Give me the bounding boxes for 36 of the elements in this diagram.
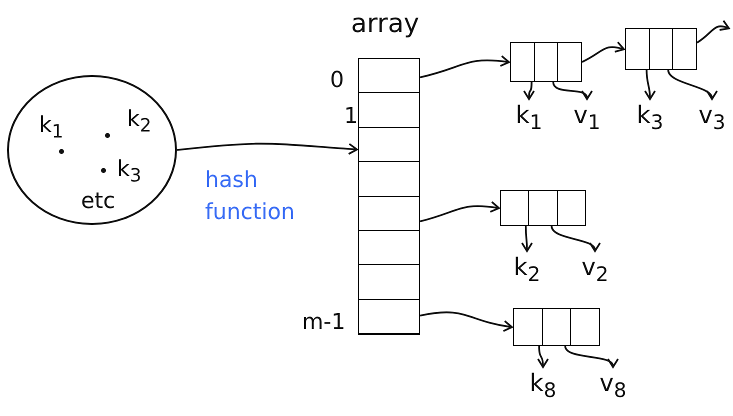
arrow	[582, 41, 625, 63]
edge-label: hash function	[205, 167, 296, 227]
key-value-label: v$_{8}$	[596, 368, 630, 398]
list-node-box	[625, 28, 697, 70]
arrow	[176, 142, 358, 155]
key-label: k$_{1}$	[39, 115, 64, 142]
arrow	[644, 70, 656, 100]
arrow	[420, 201, 500, 222]
arrow	[420, 55, 510, 78]
list-node-box	[500, 190, 586, 226]
key-value-label: v$_{2}$	[578, 252, 612, 282]
set-ellipse	[7, 75, 177, 225]
key-label: k$_{2}$	[127, 109, 152, 136]
array-heading: array	[351, 9, 420, 39]
key-value-label: k$_{8}$	[526, 368, 560, 398]
arrow	[552, 82, 591, 100]
arrow	[667, 70, 716, 100]
arrow	[521, 226, 533, 252]
arrow	[564, 346, 616, 368]
list-node-box	[510, 42, 582, 82]
key-value-label: v$_{1}$	[570, 100, 604, 130]
index-label: 0	[330, 68, 344, 93]
key-label: etc	[81, 191, 116, 213]
index-label: 1	[344, 104, 358, 129]
key-value-label: k$_{2}$	[510, 252, 544, 282]
key-value-label: v$_{3}$	[695, 100, 729, 130]
key-label: k$_{3}$	[117, 159, 142, 186]
index-label: m-1	[302, 310, 346, 335]
key-value-label: k$_{3}$	[633, 100, 667, 130]
arrow	[523, 82, 536, 100]
arrow	[696, 20, 730, 44]
key-value-label: k$_{1}$	[512, 100, 546, 130]
list-node-box	[513, 308, 600, 346]
arrow	[550, 226, 599, 252]
arrow	[420, 311, 513, 332]
arrow	[536, 346, 549, 368]
